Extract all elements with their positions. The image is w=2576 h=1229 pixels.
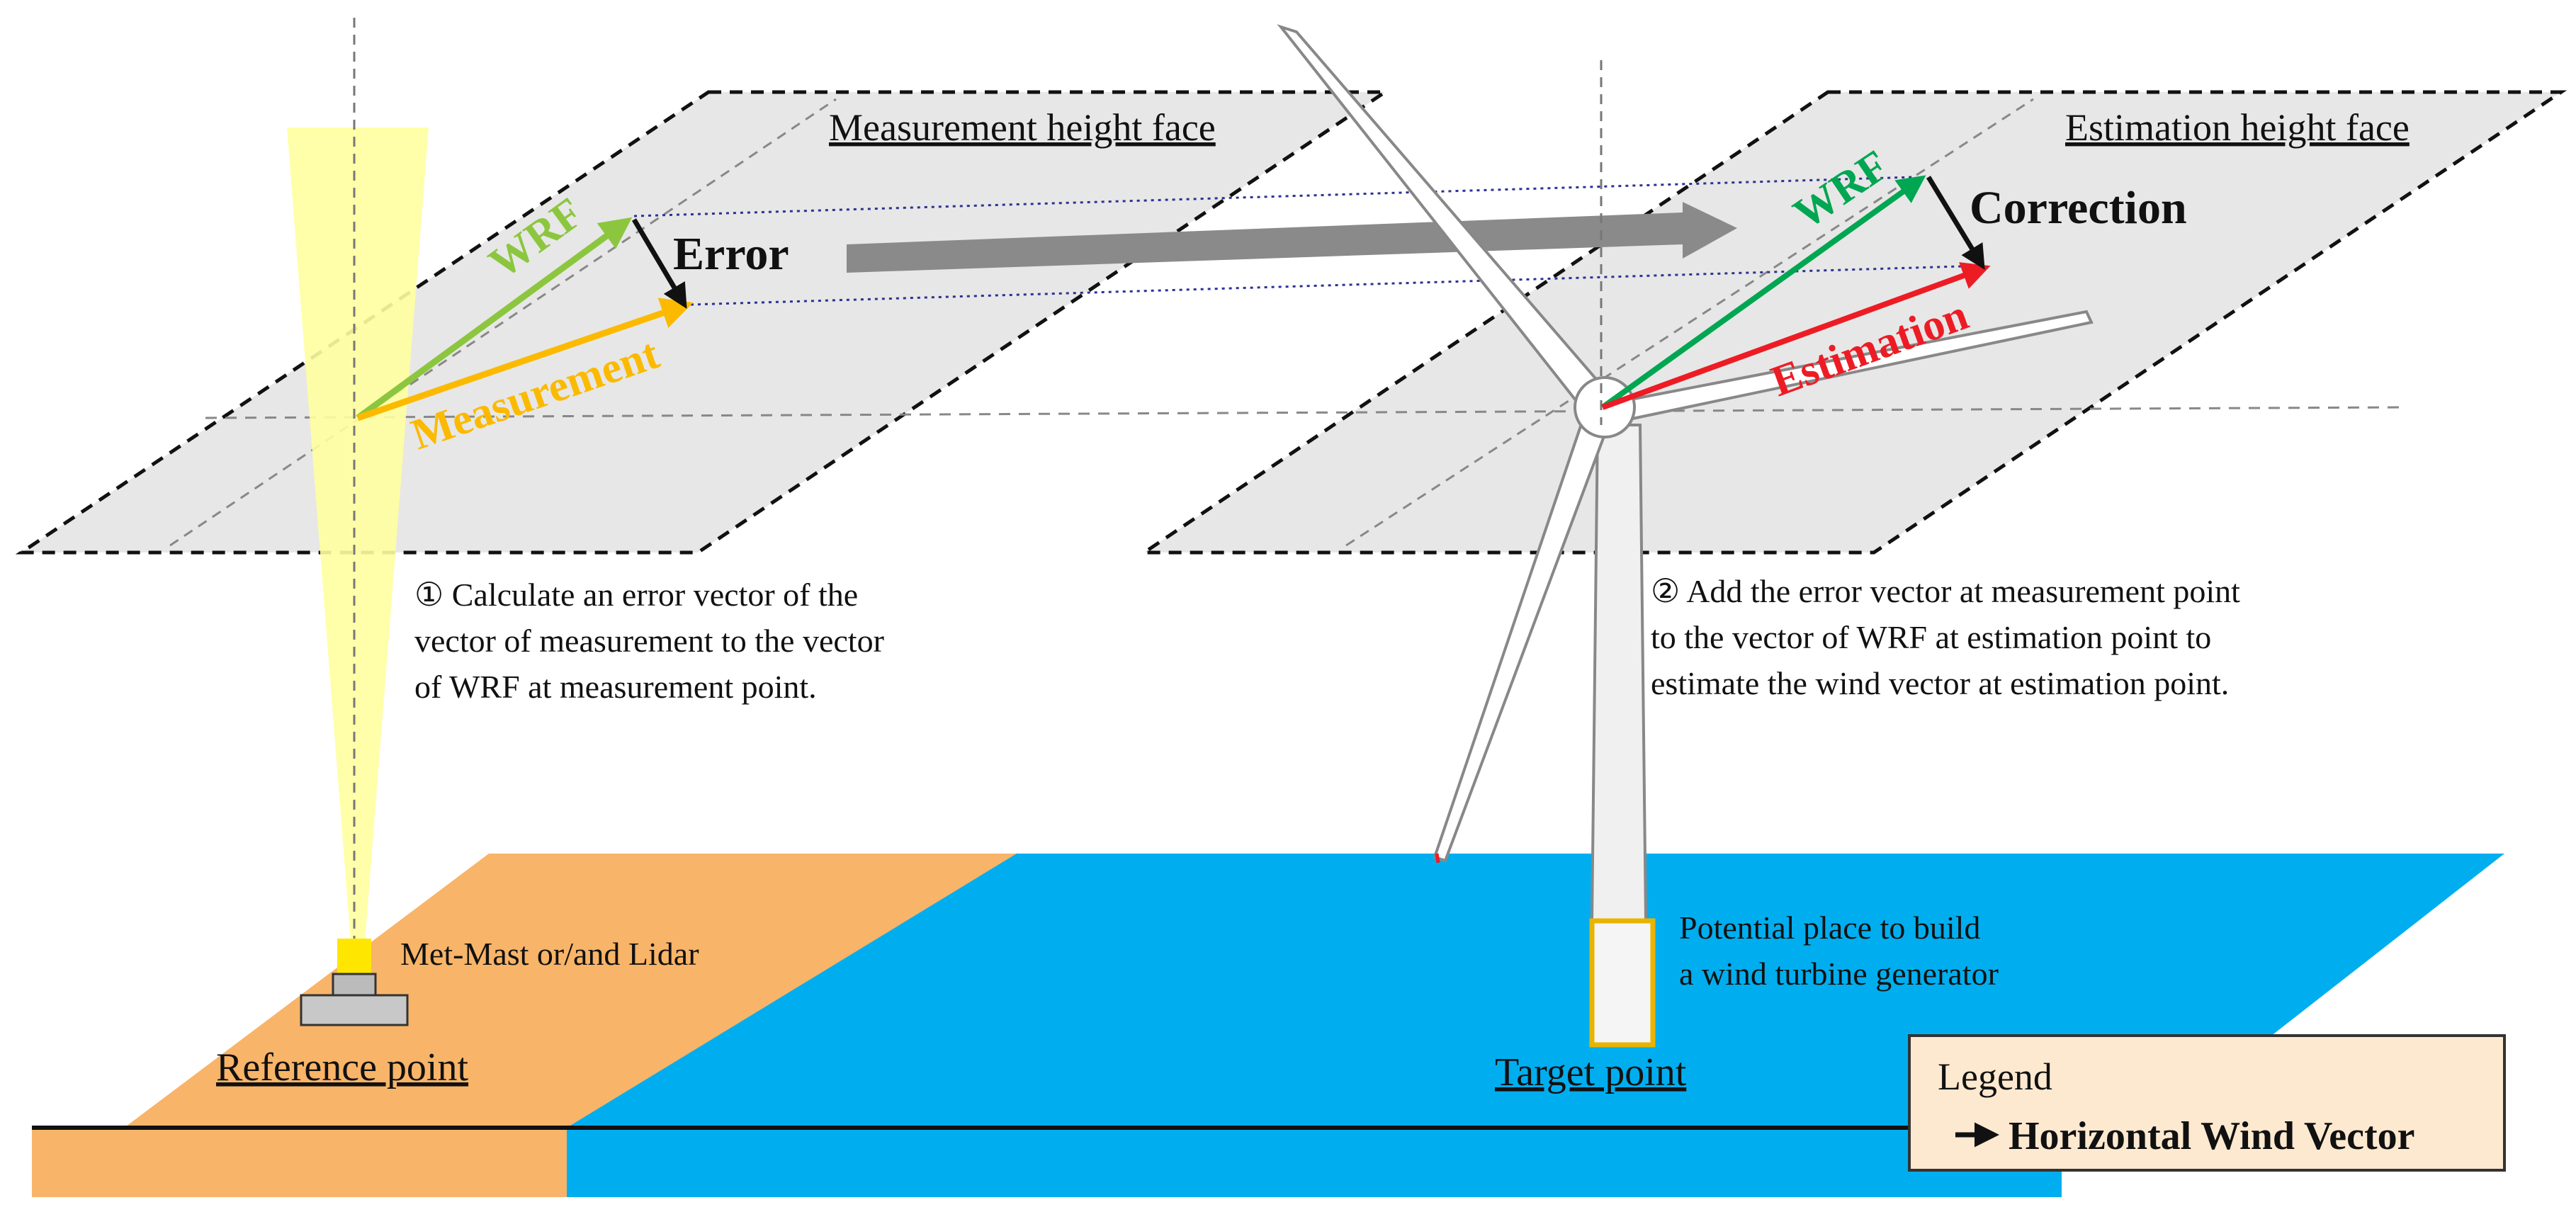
correction-vector bbox=[1926, 176, 1985, 270]
step1-line2: vector of measurement to the vector bbox=[414, 623, 884, 659]
turbine-foundation-marker bbox=[1589, 918, 1656, 1048]
step2-line2: to the vector of WRF at estimation point… bbox=[1651, 619, 2211, 655]
projection-line-bottom bbox=[690, 264, 1984, 306]
measurement-face-diagonal bbox=[169, 98, 837, 547]
measurement-face bbox=[15, 90, 1391, 555]
error-vector bbox=[631, 218, 687, 310]
transfer-arrow bbox=[847, 202, 1737, 273]
legend: Legend Horizontal Wind Vector bbox=[1908, 1034, 2506, 1172]
measurement-face-title: Measurement height face bbox=[829, 106, 1216, 149]
measurement-vector bbox=[356, 298, 694, 421]
step1-line1: ① Calculate an error vector of the bbox=[414, 577, 858, 613]
lidar-beam bbox=[287, 128, 429, 942]
lidar-device-top bbox=[332, 973, 377, 997]
correction-label: Correction bbox=[1970, 182, 2187, 234]
target-point-label: Target point bbox=[1495, 1050, 1687, 1094]
horizontal-reference-line bbox=[205, 406, 2402, 419]
land-area bbox=[32, 854, 1017, 1197]
turbine-blade-tip bbox=[1435, 853, 1440, 863]
wrf-vector-right bbox=[1600, 175, 1926, 410]
step2-line1: ② Add the error vector at measurement po… bbox=[1651, 573, 2240, 609]
reference-point-label: Reference point bbox=[216, 1046, 468, 1089]
estimation-vector bbox=[1601, 262, 1991, 410]
step1-text: ① Calculate an error vector of the vecto… bbox=[414, 577, 892, 705]
legend-box bbox=[1908, 1034, 2506, 1172]
step2-line3: estimate the wind vector at estimation p… bbox=[1651, 665, 2229, 701]
potential-place-text: Potential place to build a wind turbine … bbox=[1679, 910, 1999, 992]
legend-item-label: Horizontal Wind Vector bbox=[2009, 1114, 2415, 1158]
potential-place-line2: a wind turbine generator bbox=[1679, 956, 1999, 992]
lidar-light bbox=[337, 939, 371, 974]
projection-line-top bbox=[633, 176, 1914, 217]
estimation-face-title: Estimation height face bbox=[2065, 106, 2410, 149]
lidar-device-base bbox=[300, 994, 409, 1026]
legend-title: Legend bbox=[1938, 1055, 2052, 1098]
potential-place-line1: Potential place to build bbox=[1679, 910, 1980, 946]
wrf-vector-left bbox=[356, 217, 633, 421]
error-label: Error bbox=[673, 228, 789, 280]
step1-line3: of WRF at measurement point. bbox=[414, 669, 817, 705]
wind-turbine bbox=[1277, 24, 2094, 1048]
step2-text: ② Add the error vector at measurement po… bbox=[1651, 573, 2248, 701]
estimation-face bbox=[1138, 90, 2567, 555]
land-front bbox=[32, 1128, 567, 1197]
turbine-blade-up bbox=[1277, 24, 1611, 406]
estimation-face-diagonal bbox=[1345, 98, 2034, 547]
met-mast-label: Met-Mast or/and Lidar bbox=[400, 936, 699, 972]
